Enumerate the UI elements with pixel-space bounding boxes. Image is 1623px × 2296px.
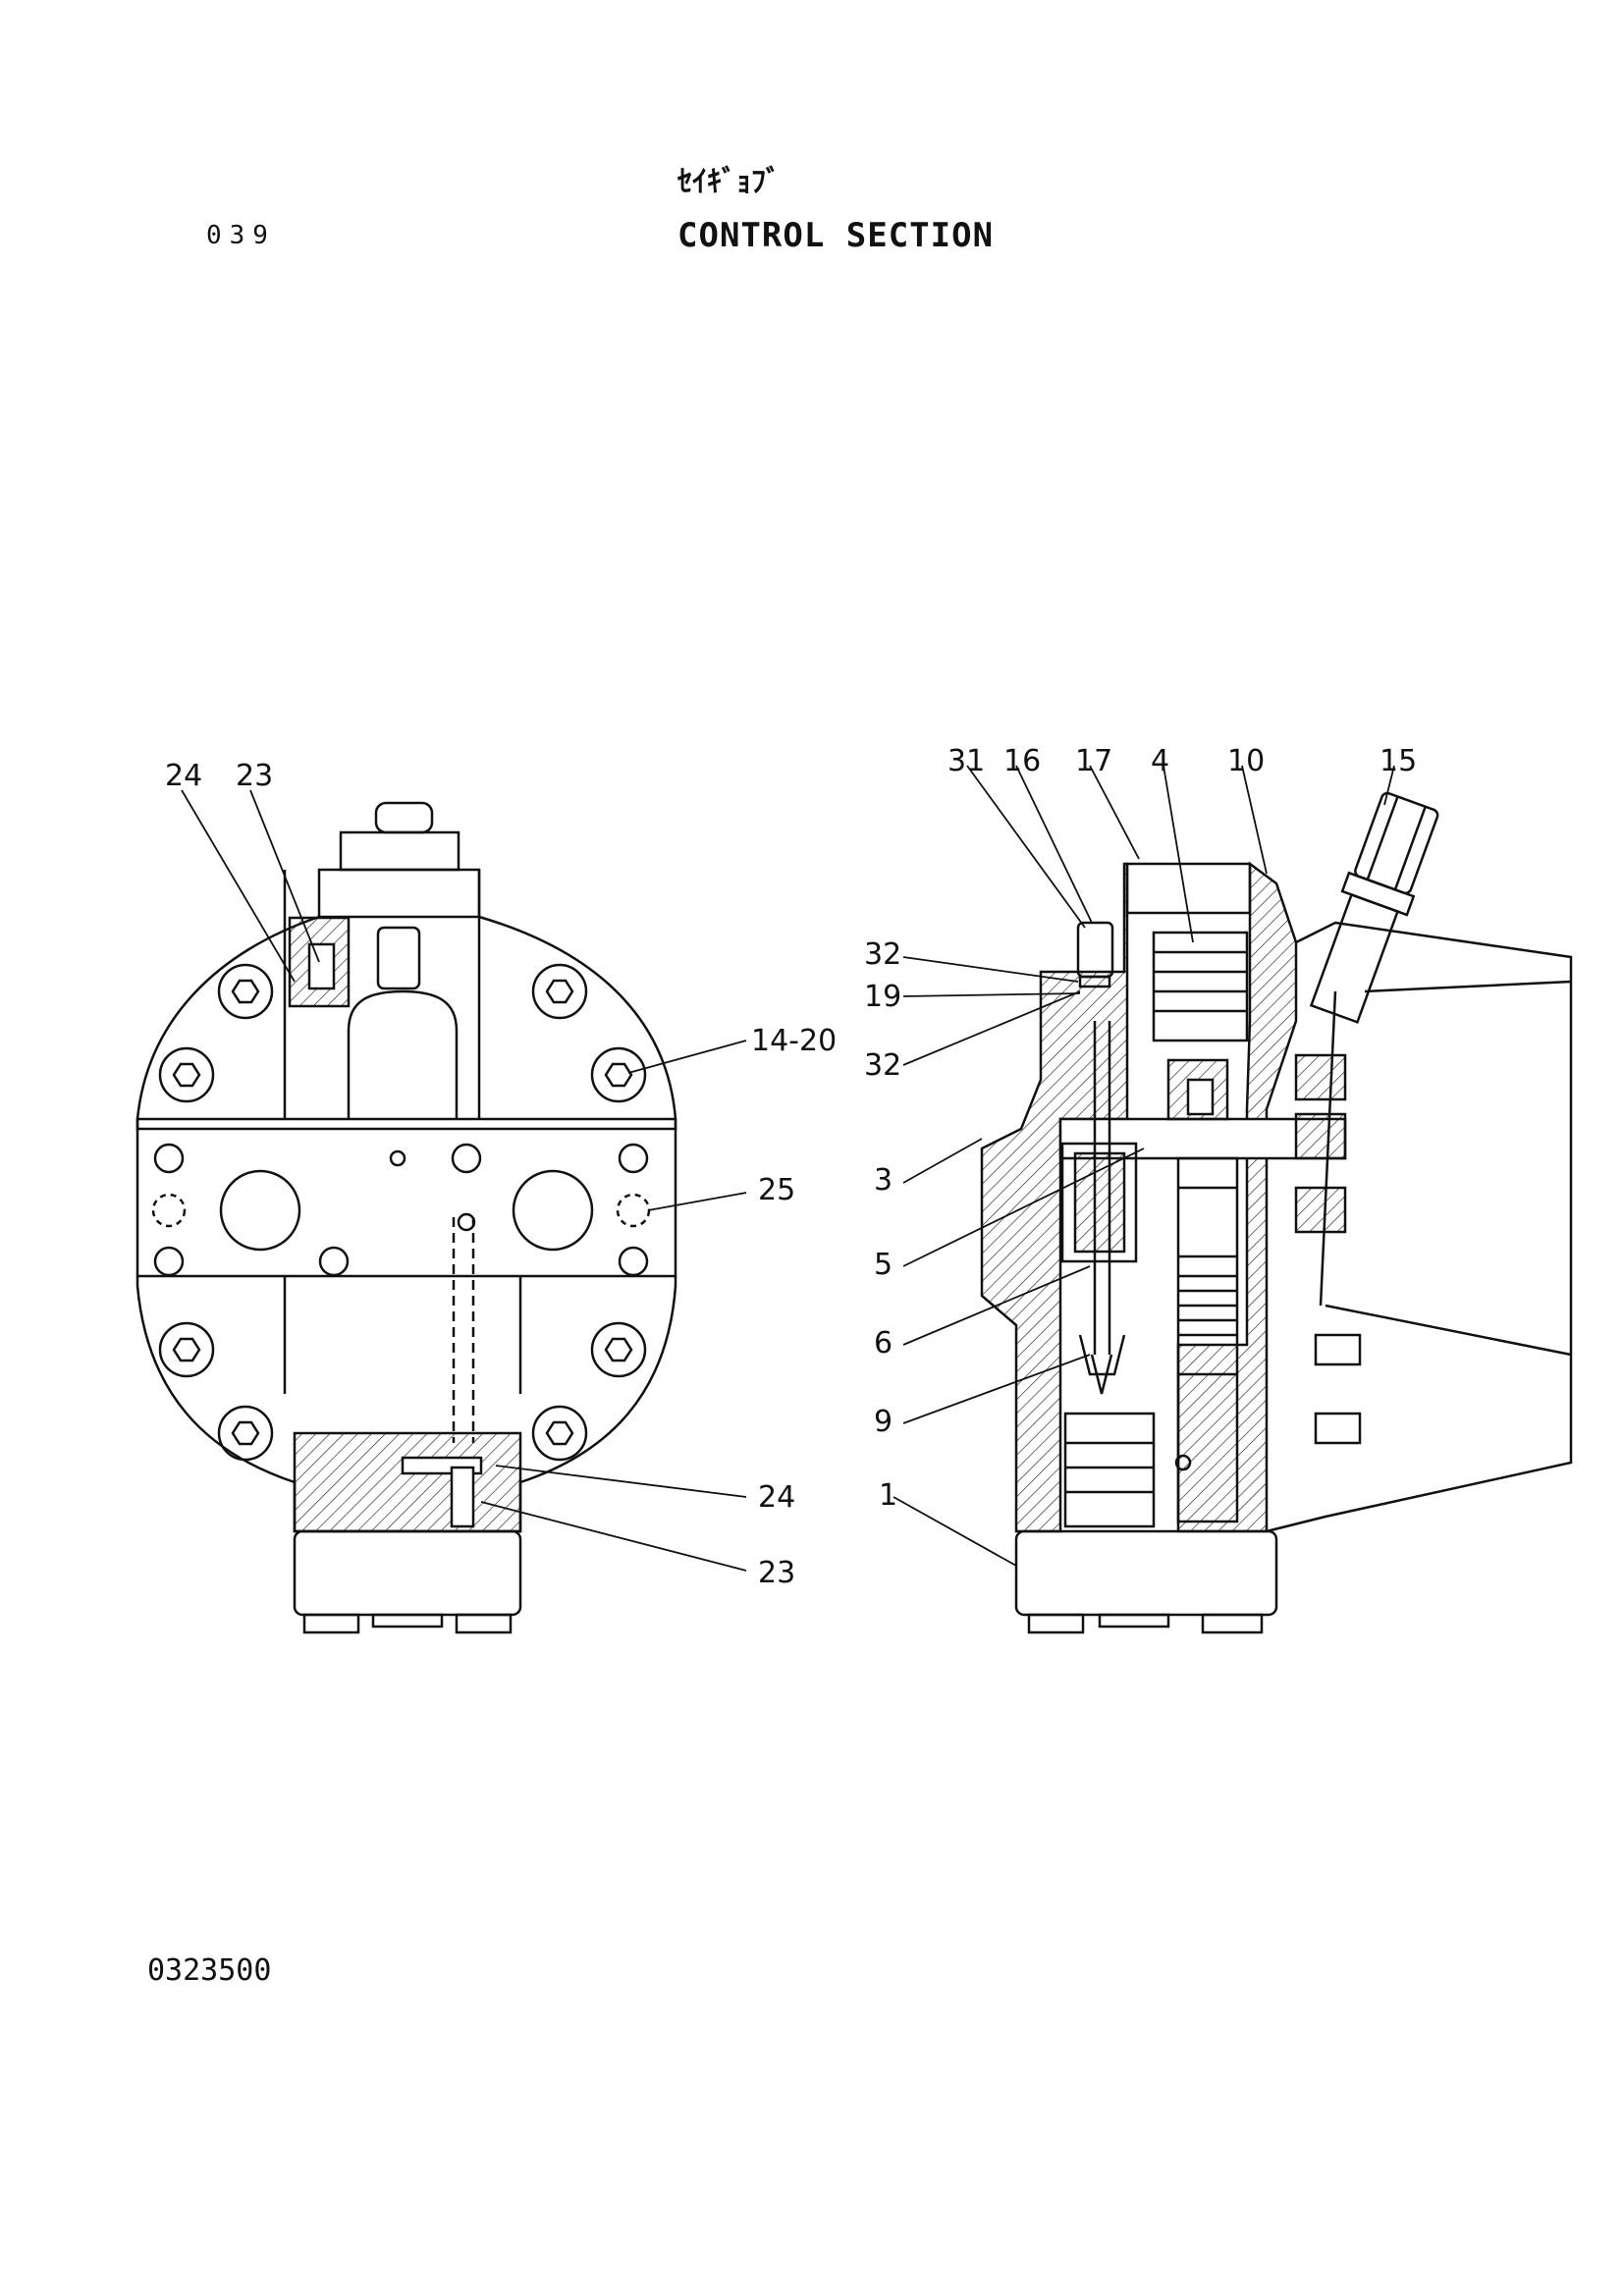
- right-view-callout-4: 4: [1151, 744, 1169, 778]
- right-view-callout-15: 15: [1380, 744, 1417, 778]
- right-view-callout-10: 10: [1227, 744, 1265, 778]
- left-view-callout-14-20: 14-20: [751, 1024, 837, 1058]
- left-view-callout-24: 24: [165, 759, 202, 793]
- right-view-callout-9: 9: [874, 1405, 893, 1439]
- right-view: [893, 765, 1573, 1634]
- left-view-callout-24: 24: [758, 1480, 795, 1515]
- left-view-callout-23: 23: [236, 759, 273, 793]
- left-view-callout-25: 25: [758, 1173, 795, 1207]
- page-title: CONTROL SECTION: [677, 216, 995, 255]
- right-view-callout-19: 19: [864, 980, 901, 1014]
- right-view-callout-1: 1: [879, 1478, 897, 1513]
- callout-labels: 24 23 14-20 25 24 23 31 16 17 4 10 15 32 19 32 3 5 6 9 1: [165, 744, 1417, 1590]
- right-view-callout-5: 5: [874, 1248, 893, 1282]
- title-kana: ｾｲｷﾞｮﾌﾞ: [677, 165, 781, 199]
- drawing-number: 0323500: [147, 1953, 272, 1988]
- right-view-callout-31: 31: [947, 744, 985, 778]
- right-view-callout-16: 16: [1003, 744, 1041, 778]
- right-view-callout-3: 3: [874, 1163, 893, 1198]
- left-view-callout-23: 23: [758, 1556, 795, 1590]
- right-view-callout-17: 17: [1075, 744, 1112, 778]
- right-view-callout-32: 32: [864, 937, 901, 972]
- right-view-callout-6: 6: [874, 1326, 893, 1361]
- left-view: [135, 789, 747, 1634]
- right-view-callout-32: 32: [864, 1048, 901, 1083]
- page-number: 039: [206, 221, 276, 250]
